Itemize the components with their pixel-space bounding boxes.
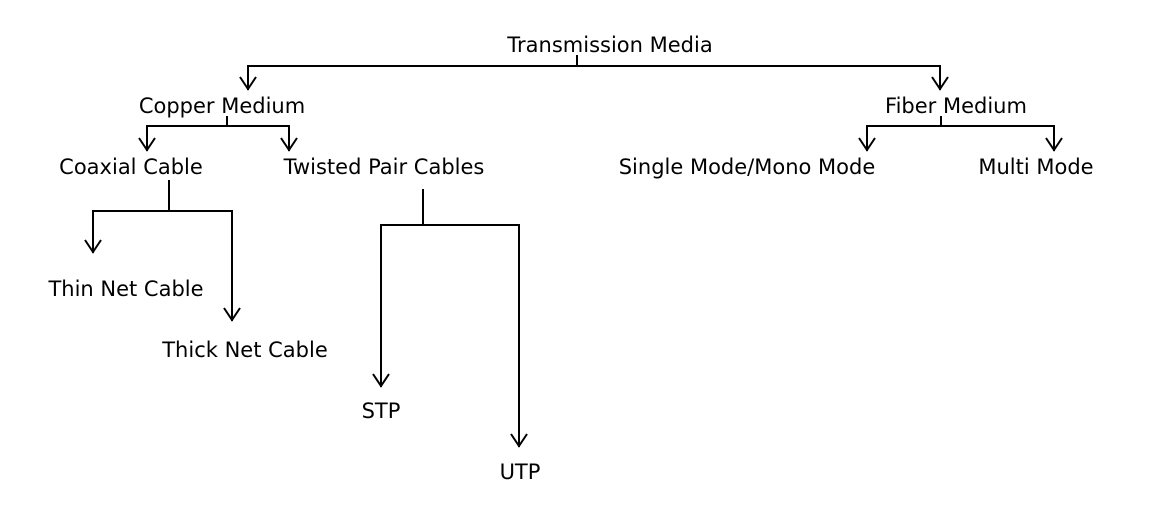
node-transmission-media: Transmission Media: [506, 33, 712, 57]
node-stp: STP: [362, 399, 401, 423]
node-thin-net-cable: Thin Net Cable: [47, 277, 203, 301]
node-thick-net-cable: Thick Net Cable: [161, 338, 328, 362]
arrow-to-thin-net-cable: [84, 239, 102, 254]
arrow-to-copper-medium: [239, 76, 257, 91]
arrow-to-fiber-medium: [931, 76, 949, 91]
coaxial-connector: [84, 180, 241, 322]
arrow-to-coaxial-cable: [138, 137, 156, 152]
node-twisted-pair-cables: Twisted Pair Cables: [283, 155, 485, 179]
node-single-mode: Single Mode/Mono Mode: [619, 155, 876, 179]
arrow-to-stp: [372, 373, 390, 388]
twisted-pair-connector: [372, 189, 528, 448]
arrow-to-thick-net-cable: [223, 307, 241, 322]
node-fiber-medium: Fiber Medium: [885, 94, 1027, 118]
node-coaxial-cable: Coaxial Cable: [59, 155, 203, 179]
arrow-to-twisted-pair-cables: [280, 137, 298, 152]
arrow-to-single-mode: [858, 137, 876, 152]
copper-connector: [138, 116, 298, 152]
node-copper-medium: Copper Medium: [139, 94, 305, 118]
node-utp: UTP: [500, 460, 541, 484]
node-multi-mode: Multi Mode: [978, 155, 1093, 179]
arrow-to-utp: [510, 433, 528, 448]
fiber-connector: [858, 116, 1063, 152]
root-connector: [239, 55, 949, 91]
arrow-to-multi-mode: [1045, 137, 1063, 152]
